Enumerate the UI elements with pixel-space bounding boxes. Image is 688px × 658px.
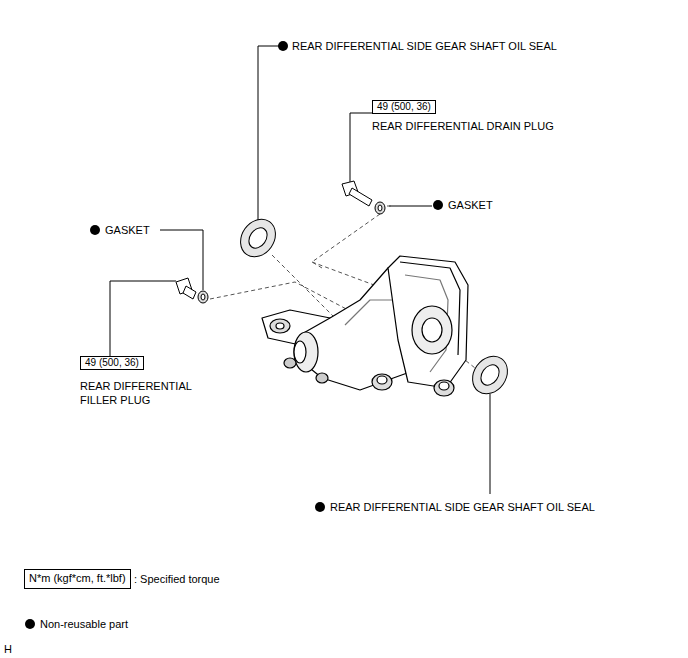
leader-line xyxy=(490,394,491,494)
torque-value: 49 (500, 36) xyxy=(377,101,435,113)
part-name: REAR DIFFERENTIAL FILLER PLUG xyxy=(80,379,210,407)
leader-line xyxy=(389,206,432,207)
part-name: REAR DIFFERENTIAL SIDE GEAR SHAFT OIL SE… xyxy=(292,39,557,53)
legend-torque-box: N*m (kgf*cm, ft.*lbf) xyxy=(24,569,131,589)
torque-value: N*m (kgf*cm, ft.*lbf) xyxy=(29,572,130,585)
filler-plug xyxy=(176,278,208,303)
torque-box: 49 (500, 36) xyxy=(80,356,144,370)
torque-value: 49 (500, 36) xyxy=(85,357,143,369)
oil-seal xyxy=(233,212,514,400)
legend-text: : Specified torque xyxy=(134,572,220,586)
part-name: REAR DIFFERENTIAL SIDE GEAR SHAFT OIL SE… xyxy=(330,500,595,514)
part-name: GASKET xyxy=(105,223,150,237)
differential-carrier xyxy=(262,256,468,396)
part-name: GASKET xyxy=(448,198,493,212)
legend-text: Non-reusable part xyxy=(40,617,128,631)
leader-line xyxy=(258,46,283,222)
leader-line xyxy=(110,281,176,356)
figure-code: H xyxy=(4,642,12,656)
part-name: REAR DIFFERENTIAL DRAIN PLUG xyxy=(372,119,554,133)
drain-plug xyxy=(342,181,385,214)
torque-box: 49 (500, 36) xyxy=(372,100,436,114)
leader-line xyxy=(350,113,372,182)
